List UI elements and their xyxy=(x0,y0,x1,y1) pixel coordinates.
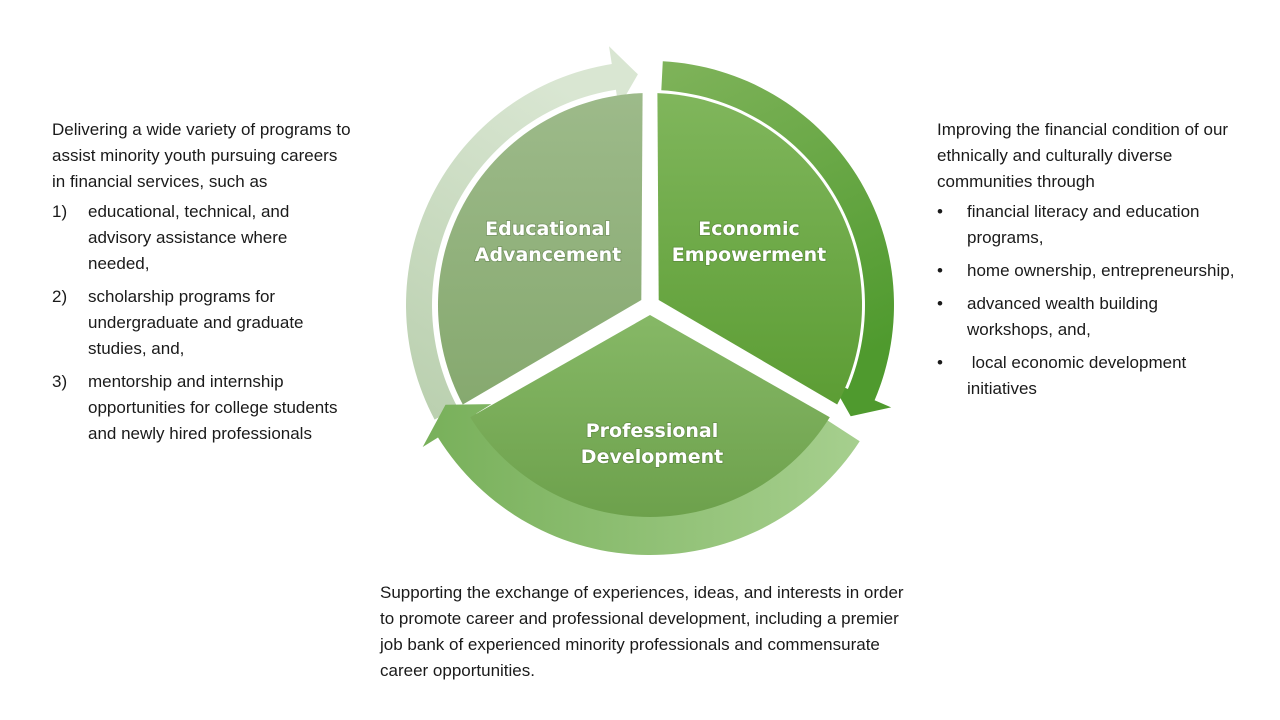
list-item-text: financial literacy and education program… xyxy=(967,202,1200,247)
right-intro: Improving the financial condition of our… xyxy=(937,120,1229,191)
bullet: • xyxy=(937,202,943,221)
list-number: 2) xyxy=(52,287,68,306)
segment-label-line: Economic xyxy=(698,218,799,240)
left-intro: Delivering a wide variety of programs to… xyxy=(52,120,351,191)
bottom-text: Supporting the exchange of experiences, … xyxy=(380,583,904,680)
list-item: 1) educational, technical, and advisory … xyxy=(52,199,352,277)
cycle-arrow-educational xyxy=(406,46,638,420)
bullet: • xyxy=(937,353,943,372)
list-item: • financial literacy and education progr… xyxy=(937,199,1242,251)
segment-label-line: Empowerment xyxy=(672,244,827,266)
segment-label-line: Professional xyxy=(586,420,719,442)
bullet: • xyxy=(937,261,943,280)
segment-educational xyxy=(437,93,643,405)
list-number: 3) xyxy=(52,372,68,391)
list-item: • local economic development initiatives xyxy=(937,350,1242,402)
list-item-text: local economic development initiatives xyxy=(967,353,1191,398)
list-item: • advanced wealth building workshops, an… xyxy=(937,291,1242,343)
segment-label-line: Development xyxy=(581,446,723,468)
list-number: 1) xyxy=(52,202,68,221)
segment-label-line: Advancement xyxy=(475,244,621,266)
list-item-text: advanced wealth building workshops, and, xyxy=(967,294,1158,339)
cycle-arrow-economic xyxy=(661,61,894,417)
list-item: • home ownership, entrepreneurship, xyxy=(937,258,1242,284)
list-item-text: educational, technical, and advisory ass… xyxy=(88,202,290,273)
bottom-description: Supporting the exchange of experiences, … xyxy=(380,580,920,688)
segment-label-line: Educational xyxy=(485,218,611,240)
right-description: Improving the financial condition of our… xyxy=(937,117,1242,409)
list-item-text: home ownership, entrepreneurship, xyxy=(967,261,1235,280)
list-item-text: scholarship programs for undergraduate a… xyxy=(88,287,304,358)
bullet: • xyxy=(937,294,943,313)
segment-economic xyxy=(657,93,863,405)
list-item: 3) mentorship and internship opportuniti… xyxy=(52,369,352,447)
list-item-text: mentorship and internship opportunities … xyxy=(88,372,338,443)
list-item: 2) scholarship programs for undergraduat… xyxy=(52,284,352,362)
left-description: Delivering a wide variety of programs to… xyxy=(52,117,352,454)
cycle-arrow-professional xyxy=(422,404,860,556)
segment-professional xyxy=(470,315,830,517)
